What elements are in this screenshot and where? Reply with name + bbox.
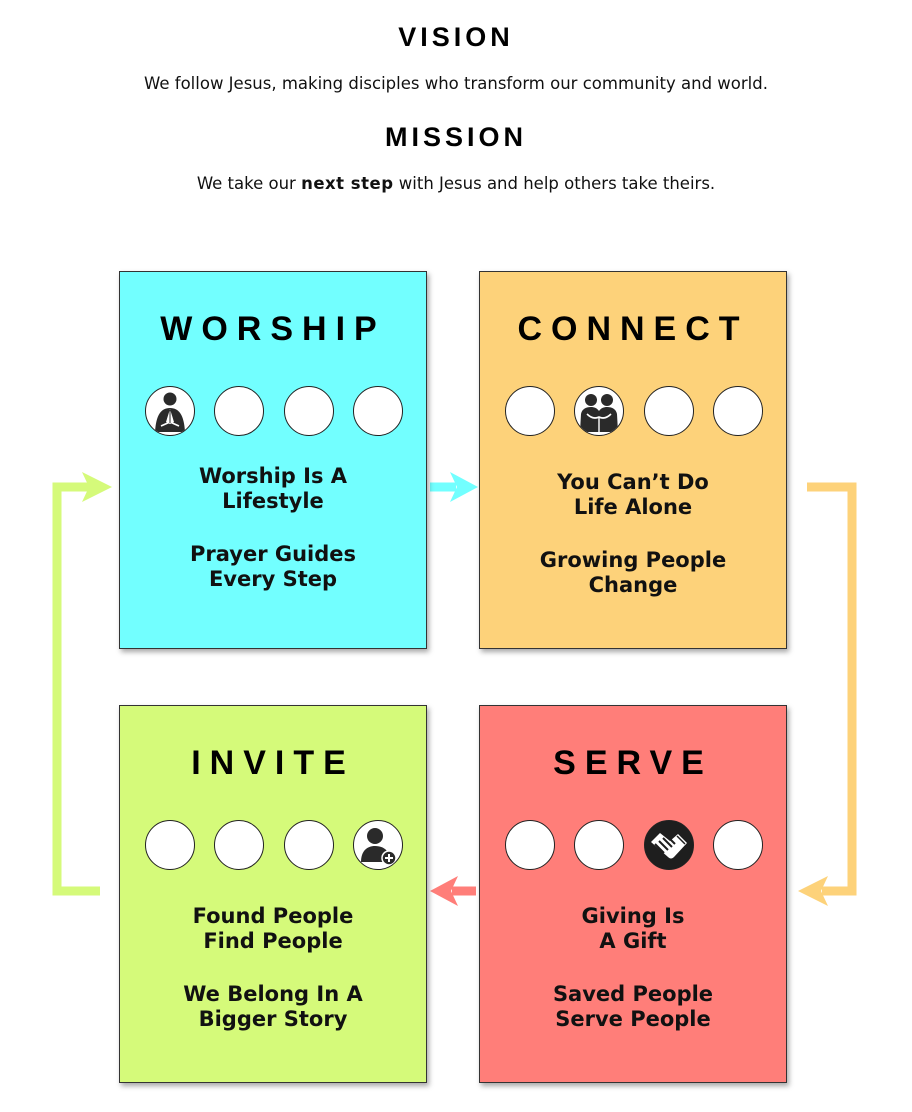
connect-to-serve-arrow	[807, 482, 857, 896]
worship-line-4: Every Step	[208, 567, 338, 591]
connect-step-circle-3	[643, 386, 694, 436]
invite-card: INVITE Found People Find People We Belon…	[119, 705, 427, 1083]
connect-text: You Can’t Do Life Alone Growing People C…	[480, 470, 786, 598]
mission-text: We take our next step with Jesus and hel…	[0, 174, 912, 193]
mission-heading: MISSION	[384, 122, 527, 152]
worship-line-1: Worship Is A	[198, 464, 348, 488]
serve-line-1: Giving Is	[581, 904, 685, 928]
praying-person-icon	[155, 392, 185, 432]
vision-heading: VISION	[398, 22, 514, 52]
mission-text-after: with Jesus and help others take theirs.	[393, 174, 716, 193]
connect-to-serve-arrowhead	[798, 876, 828, 906]
invite-step-circle-2	[214, 820, 265, 870]
mission-text-bold: next step	[301, 174, 394, 193]
invite-to-worship-arrowhead	[82, 472, 112, 502]
invite-line-2: Find People	[203, 929, 343, 953]
serve-title: SERVE	[553, 744, 713, 782]
invite-line-4: Bigger Story	[198, 1007, 348, 1031]
worship-line-3: Prayer Guides	[189, 542, 357, 566]
serve-step-circles	[505, 820, 763, 874]
invite-step-circles	[145, 820, 403, 874]
worship-to-connect-arrowhead	[450, 472, 478, 502]
handshake-icon	[650, 833, 687, 859]
serve-line-2: A Gift	[599, 929, 667, 953]
vision-text: We follow Jesus, making disciples who tr…	[144, 74, 768, 93]
invite-to-worship-arrow	[52, 482, 100, 896]
mission-text-before: We take our	[196, 174, 302, 193]
connect-step-circle-1	[505, 386, 555, 436]
worship-step-circle-4	[352, 386, 403, 436]
serve-card: SERVE Giving Is A Gift Saved People Serv…	[479, 705, 787, 1083]
connect-line-2: Life Alone	[573, 495, 693, 519]
invite-line-1: Found People	[192, 904, 354, 928]
connect-card: CONNECT You Can’t Do Life Alone Growing …	[479, 271, 787, 649]
worship-title: WORSHIP	[160, 310, 386, 348]
invite-text: Found People Find People We Belong In A …	[120, 904, 426, 1032]
add-person-icon	[360, 828, 397, 866]
serve-text: Giving Is A Gift Saved People Serve Peop…	[480, 904, 786, 1032]
connect-step-circle-2	[574, 386, 625, 436]
serve-line-3: Saved People	[552, 982, 714, 1006]
worship-step-circle-2	[214, 386, 265, 436]
invite-step-circle-4	[352, 820, 403, 870]
serve-step-circle-2	[574, 820, 625, 870]
two-people-icon	[580, 394, 619, 432]
worship-step-circle-1	[145, 386, 195, 436]
connect-step-circle-4	[712, 386, 763, 436]
connect-line-3: Growing People	[539, 548, 727, 572]
connect-line-1: You Can’t Do	[557, 470, 709, 494]
worship-step-circle-3	[283, 386, 334, 436]
serve-step-circle-3	[643, 820, 694, 870]
invite-step-circle-1	[145, 820, 195, 870]
serve-step-circle-1	[505, 820, 555, 870]
worship-card: WORSHIP Worship Is A Lifestyle Prayer Gu…	[119, 271, 427, 649]
worship-step-circles	[145, 386, 403, 440]
invite-title: INVITE	[191, 744, 355, 782]
worship-text: Worship Is A Lifestyle Prayer Guides Eve…	[120, 464, 426, 592]
invite-step-circle-3	[283, 820, 334, 870]
worship-line-2: Lifestyle	[222, 489, 324, 513]
serve-step-circle-4	[712, 820, 763, 870]
invite-line-3: We Belong In A	[183, 982, 363, 1006]
serve-line-4: Serve People	[555, 1007, 711, 1031]
connect-step-circles	[505, 386, 763, 440]
serve-to-invite-arrowhead	[430, 876, 458, 906]
connect-line-4: Change	[588, 573, 678, 597]
connect-title: CONNECT	[517, 310, 749, 348]
